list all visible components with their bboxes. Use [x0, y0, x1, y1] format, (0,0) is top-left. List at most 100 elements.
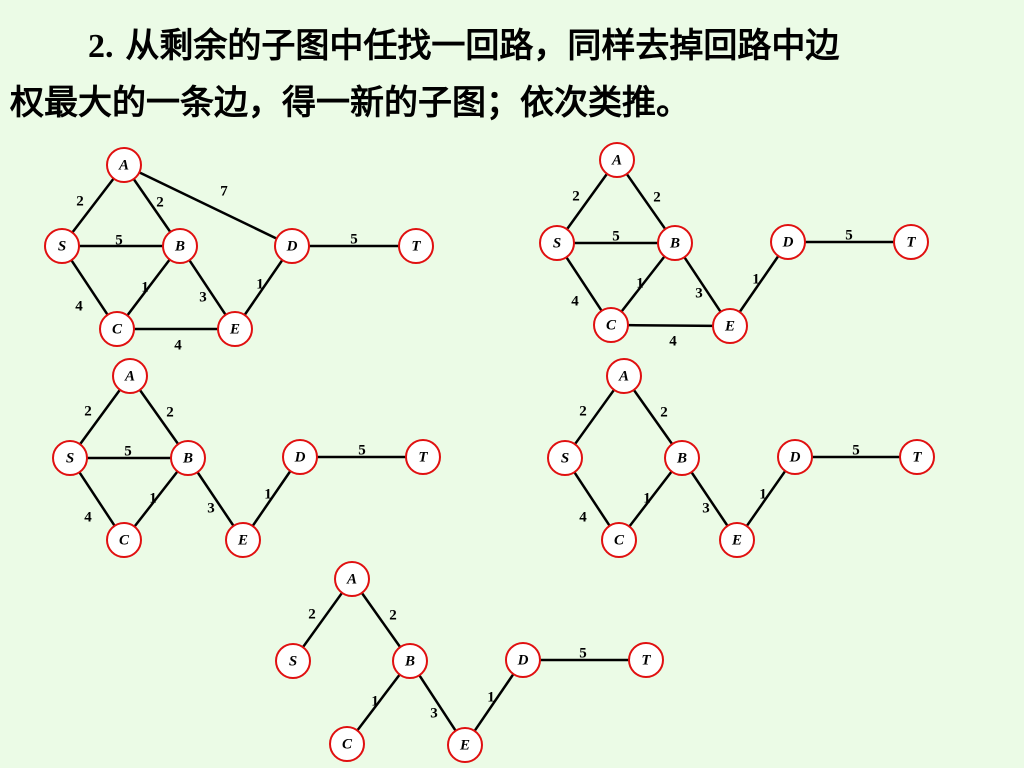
node-label-T: T [418, 449, 428, 465]
node-B [664, 440, 700, 476]
node-D [274, 228, 310, 264]
node-label-T: T [912, 449, 922, 465]
edge-B-E [683, 256, 722, 313]
node-T [899, 439, 935, 475]
edge-weight-D-T: 5 [579, 645, 587, 661]
edge-weight-A-B: 2 [389, 607, 397, 623]
edge-weight-C-E: 4 [174, 337, 182, 353]
node-D [282, 439, 318, 475]
edge-weight-S-B: 5 [612, 228, 620, 244]
node-label-C: C [119, 532, 130, 548]
edge-B-E [196, 471, 235, 527]
node-B [162, 228, 198, 264]
edge-A-S [71, 177, 115, 234]
node-label-C: C [606, 317, 617, 333]
edge-A-S [301, 592, 344, 648]
edge-weight-B-C: 1 [141, 279, 149, 295]
node-label-S: S [561, 450, 569, 466]
node-label-E: E [237, 532, 248, 548]
edge-weight-A-B: 2 [166, 404, 174, 420]
node-label-C: C [342, 736, 353, 752]
edge-S-C [70, 259, 109, 316]
edge-A-B [132, 178, 172, 233]
edge-weight-A-B: 2 [653, 189, 661, 205]
node-label-C: C [112, 321, 123, 337]
node-S [44, 228, 80, 264]
node-A [599, 142, 635, 178]
edge-weight-S-C: 4 [84, 509, 92, 525]
node-E [712, 308, 748, 344]
edge-weight-S-B: 5 [115, 232, 123, 248]
node-C [329, 726, 365, 762]
edge-weight-S-C: 4 [571, 293, 579, 309]
node-label-S: S [66, 450, 74, 466]
edge-S-C [573, 471, 611, 527]
node-B [170, 440, 206, 476]
edge-B-E [188, 259, 227, 316]
edge-weight-A-S: 2 [572, 188, 580, 204]
edge-B-C [126, 258, 171, 317]
edge-D-E [243, 259, 284, 316]
edge-A-B [632, 389, 674, 445]
edge-weight-D-E: 1 [752, 271, 760, 287]
edge-weight-A-S: 2 [308, 606, 316, 622]
node-T [893, 224, 929, 260]
node-label-A: A [124, 368, 135, 384]
node-C [99, 311, 135, 347]
node-C [601, 522, 637, 558]
node-A [112, 358, 148, 394]
edge-weight-S-C: 4 [75, 298, 83, 314]
edge-weight-A-S: 2 [76, 193, 84, 209]
node-label-B: B [182, 450, 193, 466]
edge-B-C [133, 470, 179, 528]
edge-weight-D-E: 1 [256, 276, 264, 292]
edge-weight-S-C: 4 [579, 509, 587, 525]
edge-B-C [620, 255, 666, 313]
node-C [593, 307, 629, 343]
node-S [275, 643, 311, 679]
edge-weight-D-E: 1 [264, 486, 272, 502]
edge-weight-D-E: 1 [759, 486, 767, 502]
node-label-T: T [641, 652, 651, 668]
edge-A-B [138, 389, 180, 445]
edge-A-B [360, 592, 402, 648]
node-D [505, 642, 541, 678]
edge-weight-D-T: 5 [852, 442, 860, 458]
node-label-E: E [724, 318, 735, 334]
edge-weight-B-E: 3 [199, 289, 207, 305]
edge-A-S [79, 388, 121, 446]
node-D [770, 224, 806, 260]
node-label-B: B [676, 450, 687, 466]
edge-B-C [356, 673, 401, 732]
edge-A-S [565, 173, 609, 230]
node-S [539, 225, 575, 261]
edge-weight-A-S: 2 [84, 403, 92, 419]
edge-weight-D-T: 5 [845, 227, 853, 243]
edge-weight-S-B: 5 [124, 443, 132, 459]
heading-line-2: 权最大的一条边，得一新的子图；依次类推。 [10, 83, 690, 123]
edge-B-E [690, 471, 729, 527]
edge-weight-A-B: 2 [660, 404, 668, 420]
node-T [628, 642, 664, 678]
node-A [606, 358, 642, 394]
heading-text-1: 从剩余的子图中任找一回路，同样去掉回路中边 [125, 26, 840, 66]
edge-weight-D-E: 1 [487, 689, 495, 705]
node-label-D: D [294, 449, 306, 465]
node-label-B: B [174, 238, 185, 254]
edge-D-E [745, 470, 787, 527]
edge-weight-B-C: 1 [636, 275, 644, 291]
node-label-D: D [286, 238, 298, 254]
node-label-C: C [614, 532, 625, 548]
node-label-B: B [669, 235, 680, 251]
node-label-E: E [229, 321, 240, 337]
edge-A-D [138, 171, 278, 240]
edge-D-E [473, 673, 515, 732]
edge-weight-B-C: 1 [643, 490, 651, 506]
edge-S-C [78, 471, 116, 527]
node-label-A: A [611, 152, 622, 168]
edge-D-E [251, 470, 292, 527]
edge-weight-B-E: 3 [695, 285, 703, 301]
node-label-S: S [58, 238, 66, 254]
